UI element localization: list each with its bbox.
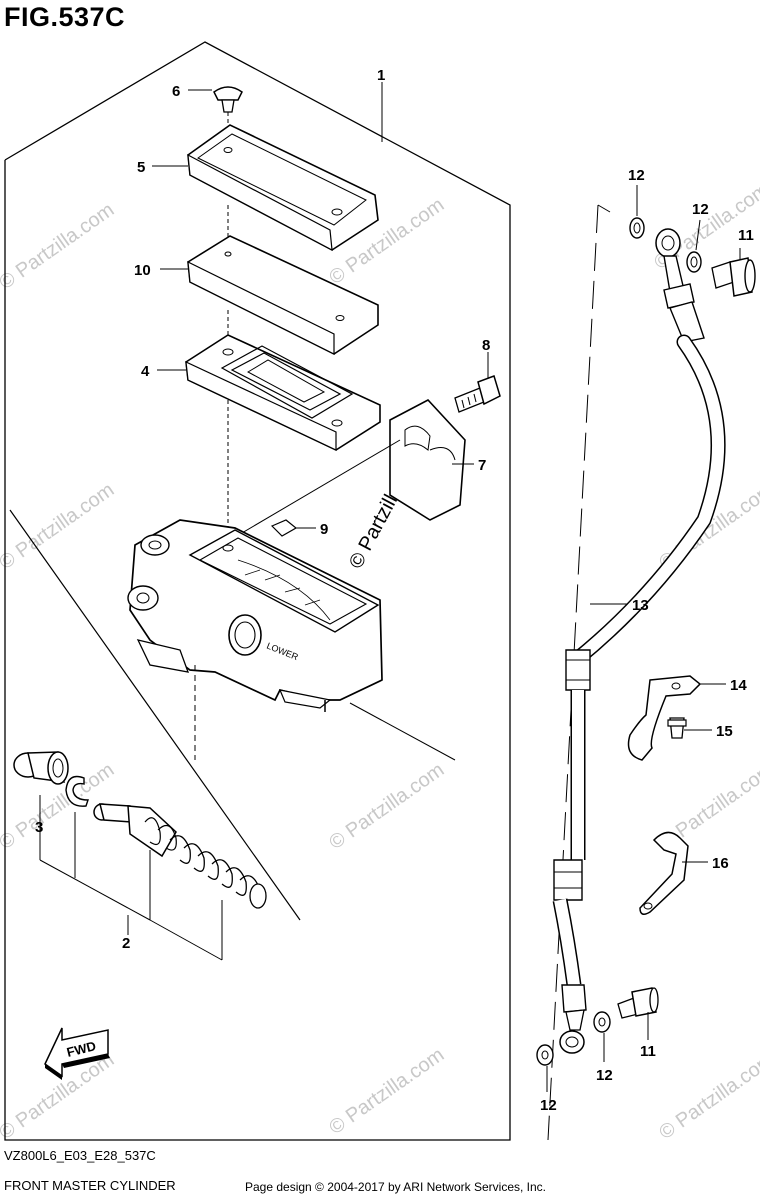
diaphragm-part — [185, 334, 381, 451]
assembly-outline — [4, 41, 511, 1141]
hose-clamp-part — [627, 675, 702, 761]
nut-part — [270, 519, 298, 537]
callout-12: 12 — [628, 167, 645, 184]
reservoir-cap-part — [187, 124, 379, 252]
circlip-part — [65, 775, 89, 807]
washer-part — [686, 251, 702, 273]
washer-part — [629, 217, 645, 239]
washer-part — [593, 1011, 611, 1033]
callout-15: 15 — [716, 723, 733, 740]
banjo-bolt-part — [711, 257, 756, 297]
callout-7: 7 — [478, 457, 486, 474]
watermark: © Partzilla.com — [0, 479, 118, 574]
watermark: © Partzilla.com — [325, 759, 448, 854]
watermark: © Partzilla.com — [0, 199, 118, 294]
model-code: VZ800L6_E03_E28_537C — [4, 1148, 156, 1163]
callout-2: 2 — [122, 935, 130, 952]
piston-spring-part — [93, 803, 267, 909]
callout-8: 8 — [482, 337, 490, 354]
watermark: © Partzilla.com — [655, 1049, 760, 1144]
holder-part — [389, 399, 466, 521]
screw-part — [213, 86, 243, 152]
part-name: FRONT MASTER CYLINDER — [4, 1178, 176, 1193]
callout-12: 12 — [596, 1067, 613, 1084]
fwd-label: FWD — [65, 1038, 97, 1060]
washer-part — [536, 1044, 554, 1066]
clamp-bolt-part — [454, 375, 501, 413]
callout-1: 1 — [377, 67, 385, 84]
callout-6: 6 — [172, 83, 180, 100]
clamp-bolt-part — [667, 717, 687, 739]
watermark: © Partzilla.com — [325, 1044, 448, 1139]
callout-4: 4 — [141, 363, 150, 380]
master-cylinder-body: LOWER — [127, 519, 383, 712]
diaphragm-plate-part — [187, 235, 379, 355]
brake-hose-part — [552, 228, 726, 1054]
callout-12: 12 — [692, 201, 709, 218]
banjo-bolt-part — [617, 987, 659, 1019]
callout-10: 10 — [134, 262, 151, 279]
callout-leaders — [39, 82, 741, 1092]
figure-title: FIG.537C — [4, 2, 126, 32]
page-credit: Page design © 2004-2017 by ARI Network S… — [245, 1180, 547, 1194]
hose-bracket-part — [639, 831, 689, 915]
callout-11: 11 — [640, 1043, 656, 1060]
callout-3: 3 — [35, 819, 43, 836]
callout-11: 11 — [738, 227, 754, 244]
forward-arrow-icon: FWD — [44, 1027, 110, 1080]
callout-16: 16 — [712, 855, 729, 872]
callout-labels: 1 6 5 10 4 8 7 9 3 2 12 12 11 13 14 15 1… — [35, 67, 754, 1114]
dust-boot-part — [13, 751, 69, 785]
callout-13: 13 — [632, 597, 649, 614]
callout-14: 14 — [730, 677, 747, 694]
callout-5: 5 — [137, 159, 145, 176]
callout-12: 12 — [540, 1097, 557, 1114]
callout-9: 9 — [320, 521, 328, 538]
